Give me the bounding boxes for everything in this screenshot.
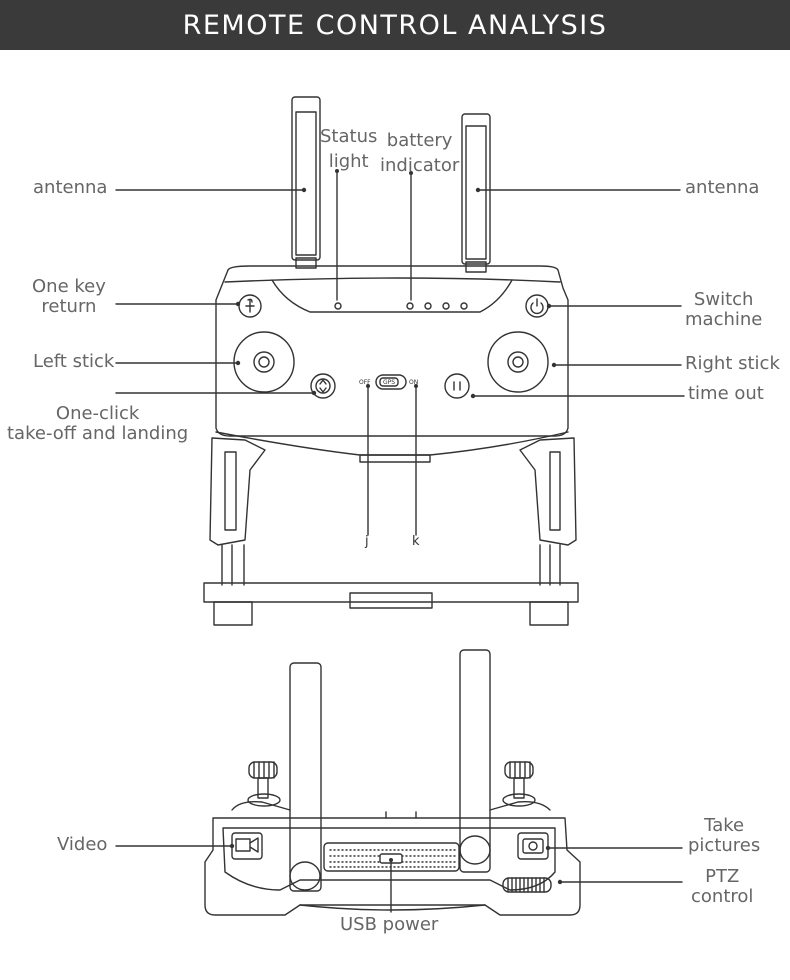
label-battery-indicator: battery indicator [380, 130, 460, 176]
label-one-click-takeoff-landing: One-click take-off and landing [7, 403, 189, 444]
label-take-pictures: Take pictures [688, 815, 761, 856]
right-grip [519, 437, 577, 546]
phone-holder [203, 582, 579, 603]
label-antenna-right: antenna [685, 177, 760, 198]
label-left-stick: Left stick [33, 351, 115, 372]
antenna-right-bottom [459, 649, 491, 873]
antenna-right-shape [461, 113, 491, 273]
label-status-light: Status light [320, 126, 378, 172]
label-j: j [365, 534, 369, 549]
label-time-out: time out [688, 383, 764, 404]
antenna-left-bottom [289, 662, 322, 892]
label-right-stick: Right stick [685, 353, 780, 374]
antenna-left-shape [291, 96, 321, 269]
left-grip [209, 437, 266, 546]
label-k: k [412, 534, 420, 549]
label-one-key-return: One key return [32, 276, 106, 317]
right-stick-top [502, 761, 536, 807]
left-stick-top [247, 761, 281, 807]
switch-gps-marking: GPS [383, 379, 395, 386]
switch-off-marking: OFF [359, 379, 371, 386]
label-usb-power: USB power [340, 914, 439, 935]
label-ptz-control: PTZ control [691, 866, 754, 907]
label-switch-machine: Switch machine [685, 289, 763, 330]
header-bar: REMOTE CONTROL ANALYSIS [0, 0, 790, 50]
label-video: Video [57, 834, 108, 855]
label-antenna-left: antenna [33, 177, 108, 198]
page-title: REMOTE CONTROL ANALYSIS [182, 9, 608, 41]
controller-body-top [215, 265, 569, 437]
switch-on-marking: ON [409, 379, 418, 386]
